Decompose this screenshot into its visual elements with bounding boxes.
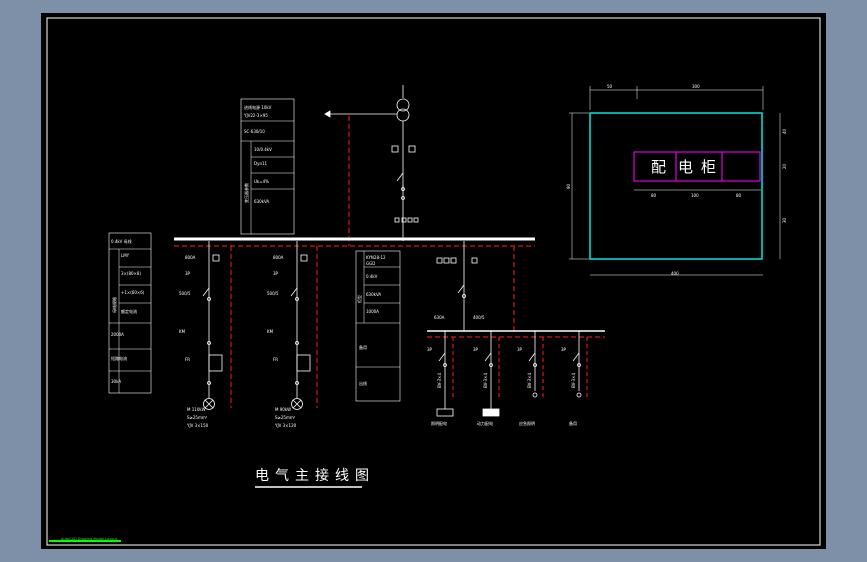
cabinet-dimensions xyxy=(569,86,781,276)
mid-row-1: GGD xyxy=(366,261,375,266)
f1-label-1: 3P xyxy=(185,271,191,276)
dim-top-0: 50 xyxy=(607,84,613,89)
mid-row-5: 备用 xyxy=(359,344,367,350)
mid-table: KYN28-12 GGD 0.4kV 630kVA 1000A 备用 出线 柜型 xyxy=(355,250,401,402)
cabinet-dimension-text: 50 300 400 80 100 80 90 40 20 30 xyxy=(566,84,787,276)
drawing-frame xyxy=(46,17,821,546)
f1-label-5: M 110kW xyxy=(187,407,206,412)
ct-box xyxy=(408,145,416,153)
branch-breaker-3: 3P xyxy=(561,347,567,352)
mid-row-2: 0.4kV xyxy=(366,274,378,279)
dim-right-1: 20 xyxy=(782,163,787,169)
branch-cable-1: BV-3×4 xyxy=(483,373,488,388)
cabinet-char-2: 柜 xyxy=(701,158,716,176)
branch-breaker-0: 3P xyxy=(427,347,433,352)
f2-label-7: YJV 3×120 xyxy=(274,423,297,428)
left-row-6: 短路电流 xyxy=(111,355,127,361)
motor-symbol-2 xyxy=(291,398,303,410)
breaker-symbol xyxy=(396,172,404,191)
branch-cable-3: BV-3×4 xyxy=(571,373,576,388)
f2-label-3: KM xyxy=(267,329,274,334)
mid-row-0: KYN28-12 xyxy=(366,255,386,260)
motor-symbol-1 xyxy=(203,398,215,410)
f3-label-0: 630A xyxy=(434,315,445,320)
schematic-drawing: 进线电源 10kV YJV22-3×95 SC-630/10 10/0.4kV … xyxy=(46,17,821,546)
mid-side-label: 柜型 xyxy=(356,295,362,303)
branch-circuits xyxy=(436,331,582,417)
mid-row-3: 630kVA xyxy=(366,292,381,297)
dim-left: 90 xyxy=(566,183,571,189)
branch-labels: 3P 3P 3P 3P BV-3×4 BV-3×4 BV-3×4 BV-3×4 … xyxy=(427,347,577,426)
drawing-title: 电气主接线图 xyxy=(255,467,375,484)
feeder-2 xyxy=(290,241,311,410)
f1-label-3: KM xyxy=(179,329,186,334)
branch-load-1: 动力配电 xyxy=(477,420,493,426)
left-side-label: 母线规格 xyxy=(111,297,117,313)
left-row-5: 2000A xyxy=(111,332,124,337)
f2-label-5: M 90kW xyxy=(275,407,291,412)
left-table: 0.4kV 母线 LMY 3×(80×8) +1×(60×6) 额定电流 200… xyxy=(108,232,152,394)
incoming-row-2: SC-630/10 xyxy=(244,129,265,134)
mid-row-6: 出线 xyxy=(359,380,367,386)
transformer-primary-winding xyxy=(396,98,410,112)
f2-label-4: FR xyxy=(273,357,278,362)
cabinet-nameplate: 配 电 柜 xyxy=(633,151,761,182)
branch-breaker-1: 3P xyxy=(473,347,479,352)
f1-label-2: 500/5 xyxy=(179,291,191,296)
incoming-row-1: YJV22-3×95 xyxy=(243,113,268,118)
feeder-1-labels: 800A 3P 500/5 KM FR M 110kW S≥25mm² YJV … xyxy=(179,255,209,428)
left-row-4: 额定电流 xyxy=(121,308,137,314)
incoming-row-4: Dyn11 xyxy=(254,161,268,166)
cabinet-char-1: 电 xyxy=(678,158,693,176)
incoming-row-0: 进线电源 10kV xyxy=(244,104,272,110)
cabinet-char-0: 配 xyxy=(651,158,666,176)
dim-inner-0: 80 xyxy=(651,193,657,198)
dim-inner-2: 80 xyxy=(736,193,742,198)
incoming-row-3: 10/0.4kV xyxy=(254,147,272,152)
cabinet-outline xyxy=(589,112,763,260)
dim-inner-1: 100 xyxy=(691,193,699,198)
ct-box xyxy=(391,145,399,153)
f2-label-1: 3P xyxy=(273,271,279,276)
f1-label-4: FR xyxy=(185,357,190,362)
status-bar-text: AutoCAD Drawing Model Layout xyxy=(61,537,118,541)
incoming-row-5: Uk=4% xyxy=(254,179,269,184)
dim-bottom: 400 xyxy=(671,271,679,276)
f1-label-0: 800A xyxy=(185,255,196,260)
incoming-table: 进线电源 10kV YJV22-3×95 SC-630/10 10/0.4kV … xyxy=(240,98,295,235)
dim-top-1: 300 xyxy=(692,84,700,89)
dim-right-2: 30 xyxy=(782,217,787,223)
dim-right-0: 40 xyxy=(782,128,787,134)
left-row-3: +1×(60×6) xyxy=(121,290,145,295)
f2-label-0: 800A xyxy=(273,255,284,260)
branch-load-3: 备用 xyxy=(569,420,577,426)
left-row-2: 3×(80×8) xyxy=(121,271,141,276)
f3-label-1: 400/5 xyxy=(473,315,485,320)
feeder-3 xyxy=(436,241,478,331)
transformer-section xyxy=(324,85,419,241)
left-row-0: 0.4kV 母线 xyxy=(111,238,132,244)
f1-label-7: YJV 3×150 xyxy=(186,423,209,428)
left-row-1: LMY xyxy=(121,253,130,258)
left-row-7: 30kA xyxy=(111,379,121,384)
load-block-2 xyxy=(482,408,500,417)
branch-load-2: 应急照明 xyxy=(519,420,535,426)
f2-label-6: S≥25mm² xyxy=(275,415,296,420)
branch-cable-0: BV-3×4 xyxy=(437,373,442,388)
cad-viewport[interactable]: 进线电源 10kV YJV22-3×95 SC-630/10 10/0.4kV … xyxy=(41,13,826,549)
incoming-row-6: 630kVA xyxy=(254,199,269,204)
branch-load-0: 照明配电 xyxy=(431,420,447,426)
branch-breaker-2: 3P xyxy=(517,347,523,352)
load-block-1 xyxy=(436,408,454,417)
mid-row-4: 1000A xyxy=(366,309,379,314)
f1-label-6: S≥25mm² xyxy=(187,415,208,420)
f2-label-2: 500/5 xyxy=(267,291,279,296)
feeder-2-labels: 800A 3P 500/5 KM FR M 90kW S≥25mm² YJV 3… xyxy=(267,255,297,428)
incoming-side-label: 变压器参数 xyxy=(243,183,249,203)
feeder-1 xyxy=(202,241,223,410)
branch-cable-2: BV-3×4 xyxy=(527,373,532,388)
